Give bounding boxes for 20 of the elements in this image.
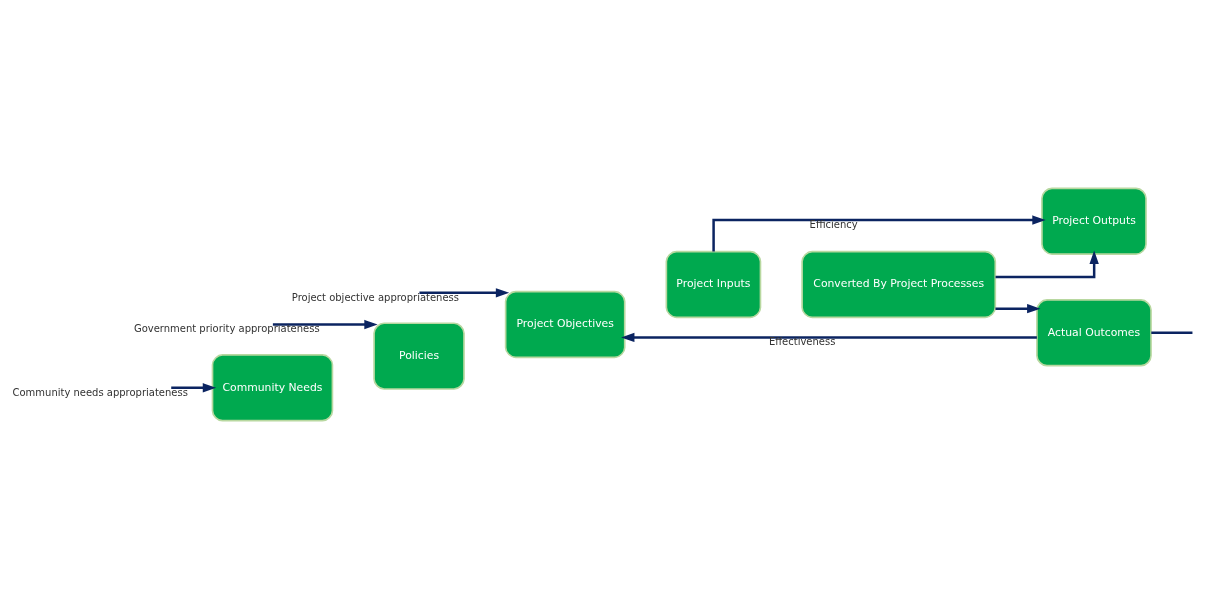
node-box: Converted By Project Processes bbox=[801, 250, 997, 318]
node-box: Project Outputs bbox=[1041, 187, 1147, 255]
node-box: Community Needs bbox=[211, 353, 334, 421]
arrow bbox=[419, 287, 510, 298]
arrow bbox=[171, 382, 217, 392]
node-box: Project Objectives bbox=[504, 290, 626, 358]
edge-label: Community needs appropriateness bbox=[12, 386, 188, 398]
edge-label: Efficiency bbox=[809, 218, 858, 230]
arrow bbox=[712, 214, 1046, 251]
node-box: Actual Outcomes bbox=[1036, 298, 1152, 367]
edge-label: Effectiveness bbox=[768, 335, 836, 347]
edge-label: Project objective appropriateness bbox=[291, 291, 459, 303]
edge-label: Government priority appropriateness bbox=[133, 322, 320, 334]
arrow bbox=[621, 332, 1037, 342]
arrow bbox=[995, 303, 1041, 313]
arrow bbox=[272, 319, 378, 329]
connector bbox=[1151, 331, 1193, 334]
node-box: Project Inputs bbox=[665, 250, 762, 318]
arrow bbox=[995, 250, 1099, 278]
node-box: Policies bbox=[373, 321, 465, 390]
